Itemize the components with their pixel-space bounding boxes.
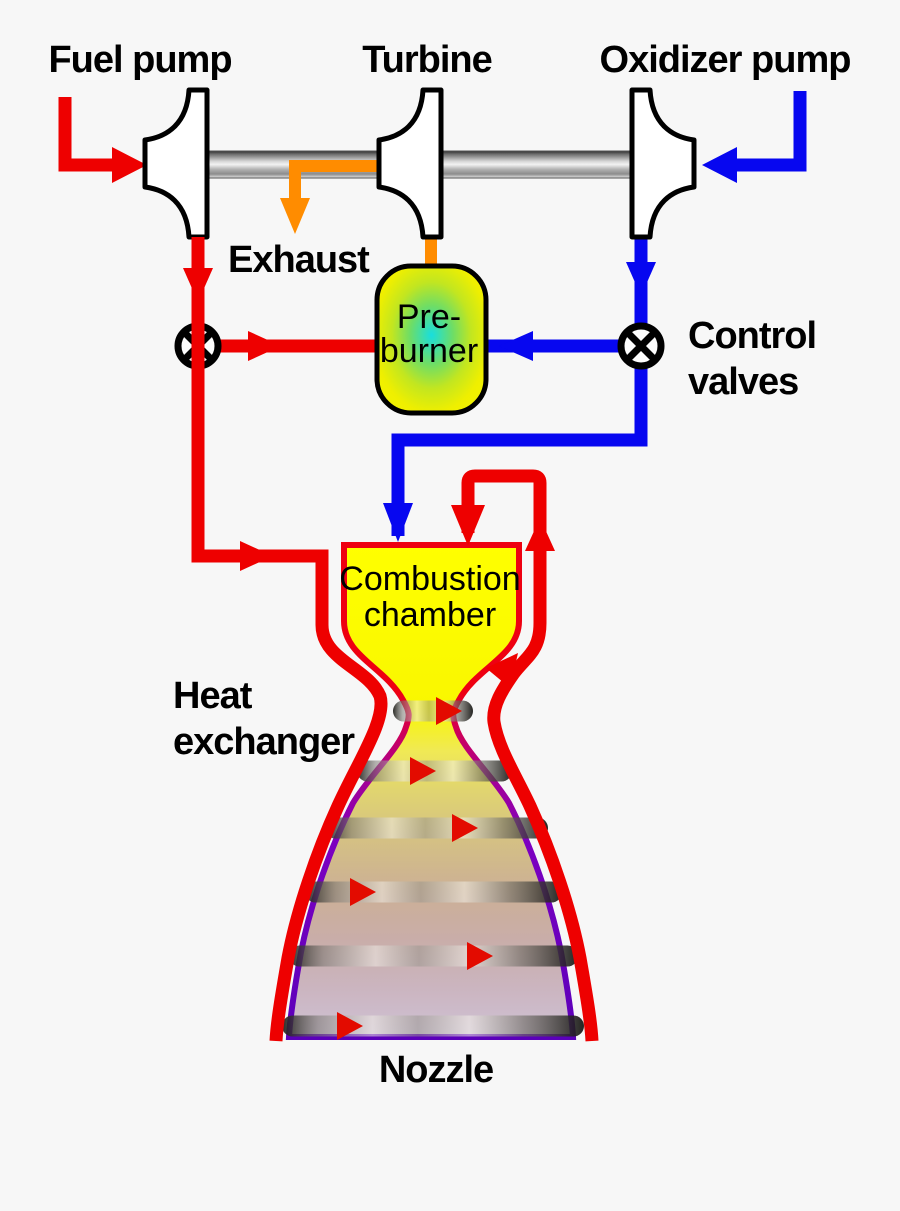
- oxidizer-inlet-arrow: [702, 147, 737, 183]
- turbine-exhaust-line: [289, 160, 379, 200]
- turbine-symbol: [376, 87, 444, 240]
- oxidizer-control-valve: [617, 322, 665, 370]
- oxidizer-inlet-line: [737, 91, 807, 172]
- heat-exchanger-band-4: [305, 881, 562, 903]
- band-flow-arrow-4: [350, 878, 376, 906]
- band-flow-arrows: [337, 697, 493, 1040]
- band-flow-arrow-3: [452, 814, 478, 842]
- oxidizer-valve-approach-arrow: [626, 262, 656, 296]
- exhaust-down-arrow: [280, 198, 310, 234]
- fuel-inlet-arrow: [112, 147, 147, 183]
- band-flow-arrow-2: [410, 757, 436, 785]
- jacket-loop-down-arrow: [451, 505, 485, 546]
- oxidizer-pump-symbol: [629, 87, 697, 240]
- turbomachinery: [142, 87, 697, 240]
- band-flow-arrow-1: [436, 697, 462, 725]
- heat-exchanger-bands: [282, 700, 584, 1037]
- control-valves-label-line2: valves: [688, 361, 798, 403]
- heat-exchanger-band-5: [289, 945, 578, 967]
- band-flow-arrow-5: [467, 942, 493, 970]
- jacket-upward-bulge-arrow: [486, 653, 518, 688]
- fuel-pump-label: Fuel pump: [48, 39, 231, 81]
- heat-exchanger-band-3: [325, 817, 548, 839]
- oxidizer-to-chamber-arrow: [383, 503, 413, 542]
- nozzle-label: Nozzle: [379, 1049, 493, 1091]
- preburner-label-line1: Pre-: [397, 298, 461, 336]
- cooling-jacket-left-line: [191, 237, 388, 1042]
- preburner-box: [374, 263, 489, 416]
- heat-exchanger-band-1: [393, 700, 473, 722]
- exhaust-label: Exhaust: [228, 239, 370, 281]
- turbine-label: Turbine: [362, 39, 492, 81]
- combustion-chamber-label-line2: chamber: [364, 596, 496, 634]
- heat-exchanger-label-line2: exchanger: [173, 721, 355, 763]
- heat-exchanger-band-6: [282, 1015, 584, 1037]
- band-flow-arrow-6: [337, 1012, 363, 1040]
- heat-exchanger-label-line1: Heat: [173, 675, 253, 717]
- jacket-up-arrow: [525, 518, 555, 551]
- oxidizer-pump-label: Oxidizer pump: [600, 39, 851, 81]
- control-valves-label-line1: Control: [688, 315, 816, 357]
- cooling-jacket-right-line: [461, 469, 599, 1042]
- oxidizer-valve-x-icon: [624, 329, 658, 363]
- oxidizer-to-preburner-arrow: [499, 331, 533, 361]
- preburner-label-line2: burner: [380, 332, 478, 370]
- oxidizer-to-chamber-line: [391, 367, 648, 536]
- fuel-to-preburner-arrow: [248, 331, 281, 361]
- cooling-jacket: [191, 237, 599, 1042]
- fuel-feed-arrow: [240, 541, 273, 571]
- fuel-pump-symbol: [142, 87, 210, 240]
- combustion-chamber-label-line1: Combustion: [339, 560, 520, 598]
- fuel-inlet-line: [58, 97, 114, 172]
